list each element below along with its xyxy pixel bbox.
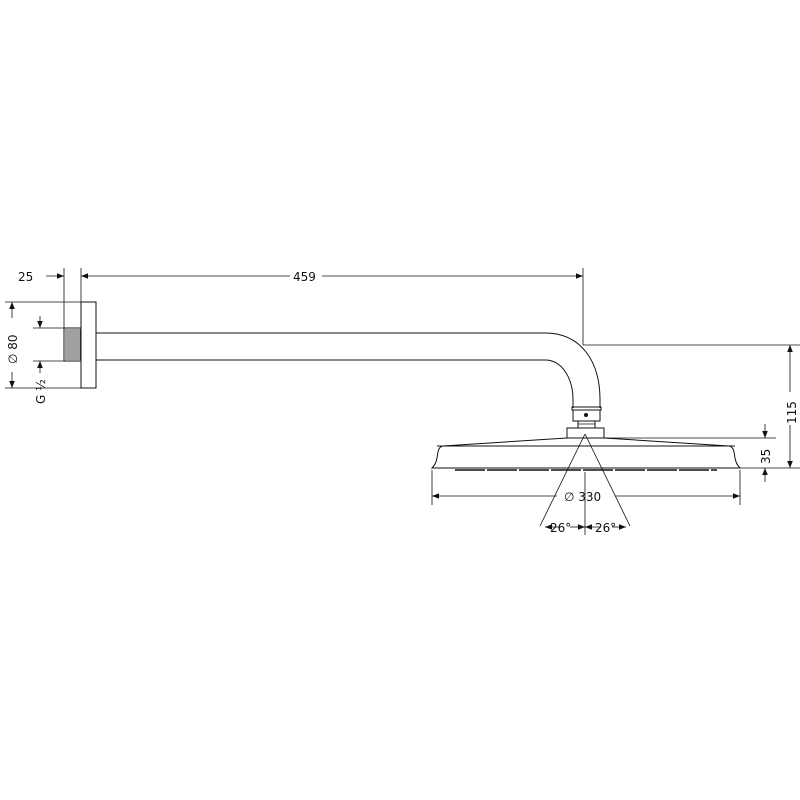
angle-right-label: 26° (595, 521, 616, 535)
drop-height-label: 115 (785, 401, 799, 424)
angle-left-label: 26° (550, 521, 571, 535)
arm-length-label: 459 (293, 270, 316, 284)
thread-connector (63, 327, 82, 362)
flange-depth-label: 25 (18, 270, 33, 284)
shower-arm (96, 332, 605, 439)
wall-flange (80, 301, 97, 389)
left-dimensions (5, 301, 81, 389)
head-height-label: 35 (759, 449, 773, 464)
flange-diameter-label: ∅ 80 (6, 334, 20, 364)
head-diameter-dimension (431, 470, 741, 505)
spray-angle-lines (539, 433, 631, 535)
top-dimensions (46, 268, 800, 346)
right-dimensions (604, 345, 800, 482)
head-diameter-label: ∅ 330 (564, 490, 601, 504)
thread-label: G ½ (34, 379, 48, 404)
shower-head (430, 437, 742, 471)
